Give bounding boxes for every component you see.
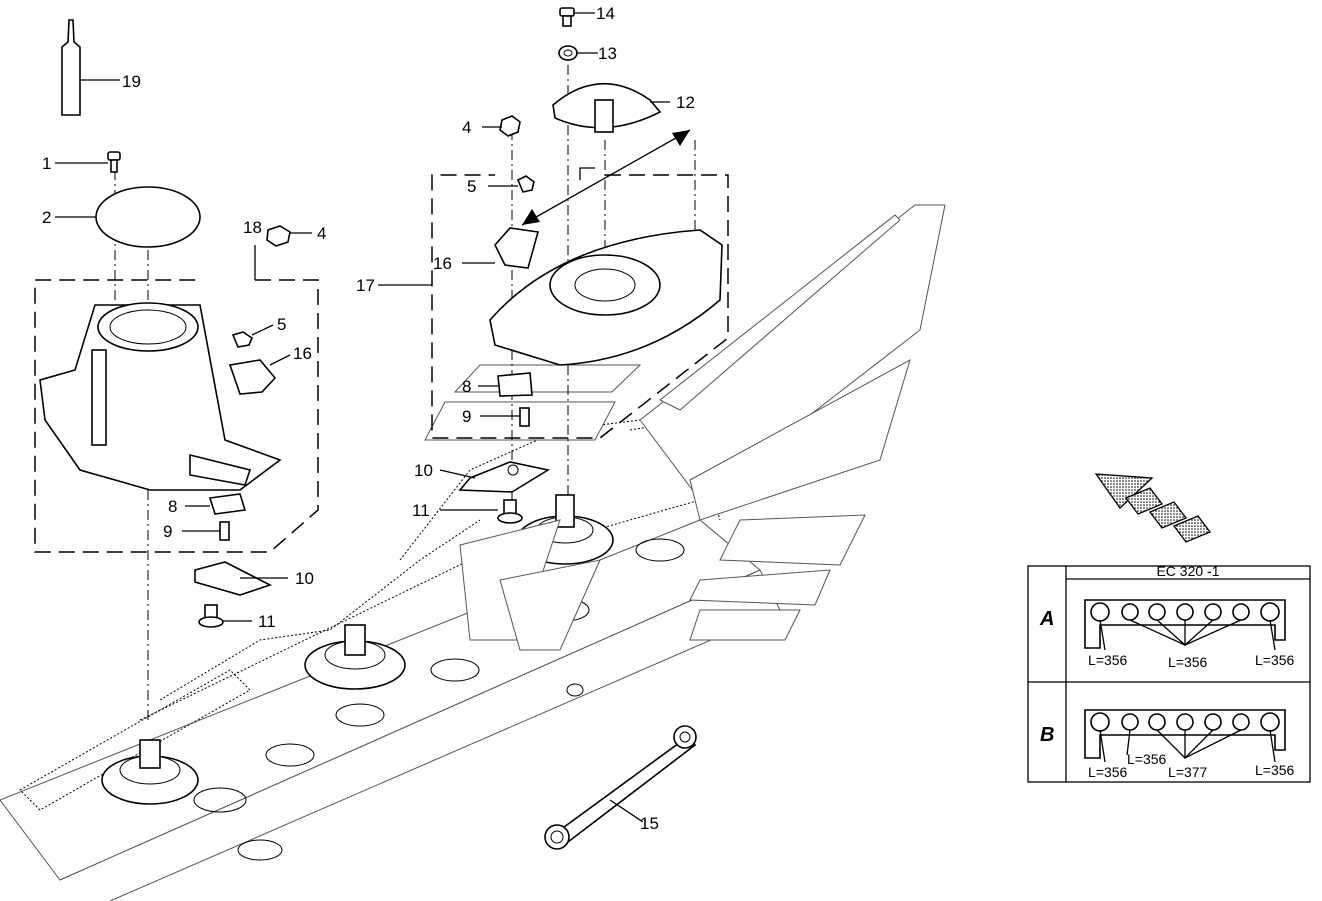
plate-8-left [185, 493, 247, 515]
bolt-9-left [182, 521, 230, 541]
assembly-frame-left [34, 245, 319, 553]
config-table: EC 320 -1 A L=356 L=356 L=356 [1027, 563, 1311, 783]
nut-5-left [231, 324, 274, 348]
row-b-length-3: L=377 [1168, 764, 1208, 780]
callout-16-left: 16 [293, 344, 312, 363]
nut-4-right [482, 115, 521, 137]
direction-arrow-line [521, 129, 691, 226]
config-table-title: EC 320 -1 [1156, 563, 1219, 579]
wrench-15 [544, 725, 697, 850]
callout-15: 15 [640, 814, 659, 833]
row-label-b: B [1040, 724, 1054, 746]
callout-16-right: 16 [433, 254, 452, 273]
row-b-length-4: L=356 [1255, 762, 1295, 778]
nut-5-right [488, 175, 535, 193]
drive-hub-middle [265, 624, 480, 767]
row-label-a: A [1039, 608, 1054, 630]
drive-hub-left [101, 739, 247, 813]
callout-12: 12 [676, 93, 695, 112]
cap-12 [552, 82, 670, 133]
callout-labels: 19 1 2 18 4 5 16 8 9 10 11 14 13 12 4 5 … [42, 4, 695, 833]
washer-13 [558, 45, 598, 61]
plate-8-right [478, 372, 533, 397]
travel-direction-icon [1094, 473, 1212, 543]
callout-5-left: 5 [277, 315, 286, 334]
callout-9-left: 9 [163, 522, 172, 541]
bolt-9-right [480, 407, 530, 427]
callout-4-right: 4 [462, 118, 471, 137]
callout-17: 17 [356, 276, 375, 295]
grease-tube [61, 19, 120, 116]
bolt-11-left [198, 604, 252, 628]
row-a-length-2: L=356 [1168, 654, 1208, 670]
cutter-bar-background [0, 204, 946, 901]
callout-18: 18 [243, 218, 262, 237]
callout-4-left: 4 [317, 224, 326, 243]
callout-1: 1 [42, 154, 51, 173]
row-b-length-1: L=356 [1088, 764, 1128, 780]
callout-8-left: 8 [168, 497, 177, 516]
screw-1 [55, 151, 121, 173]
callout-5-right: 5 [467, 177, 476, 196]
callout-9-right: 9 [462, 407, 471, 426]
drum-housing [39, 302, 282, 491]
arrow-head-up [672, 130, 690, 146]
callout-11-left: 11 [258, 612, 276, 631]
callout-11-right: 11 [412, 501, 430, 520]
bolt-14 [559, 7, 595, 27]
row-a-length-3: L=356 [1255, 652, 1295, 668]
disc-17 [378, 229, 723, 366]
arrow-head-down [522, 209, 540, 225]
blade-10-left [194, 561, 288, 596]
cover-plate-2 [55, 186, 201, 248]
callout-13: 13 [598, 44, 617, 63]
blade-10-right [439, 461, 551, 493]
callout-10-right: 10 [414, 461, 433, 480]
callout-19: 19 [122, 72, 141, 91]
callout-8-right: 8 [462, 377, 471, 396]
callout-14: 14 [596, 4, 615, 23]
row-a-cutterbar [1084, 599, 1286, 651]
bolt-11-right [440, 499, 523, 524]
bracket-16-right [462, 227, 540, 269]
bracket-16-left [228, 354, 291, 395]
nut-4-left [266, 225, 312, 247]
callout-2: 2 [42, 208, 51, 227]
row-b-cutterbar [1084, 709, 1286, 763]
row-a-length-1: L=356 [1088, 652, 1128, 668]
callout-10-left: 10 [295, 569, 314, 588]
row-b-length-2: L=356 [1127, 751, 1167, 767]
assembly-frame-right [431, 174, 729, 439]
